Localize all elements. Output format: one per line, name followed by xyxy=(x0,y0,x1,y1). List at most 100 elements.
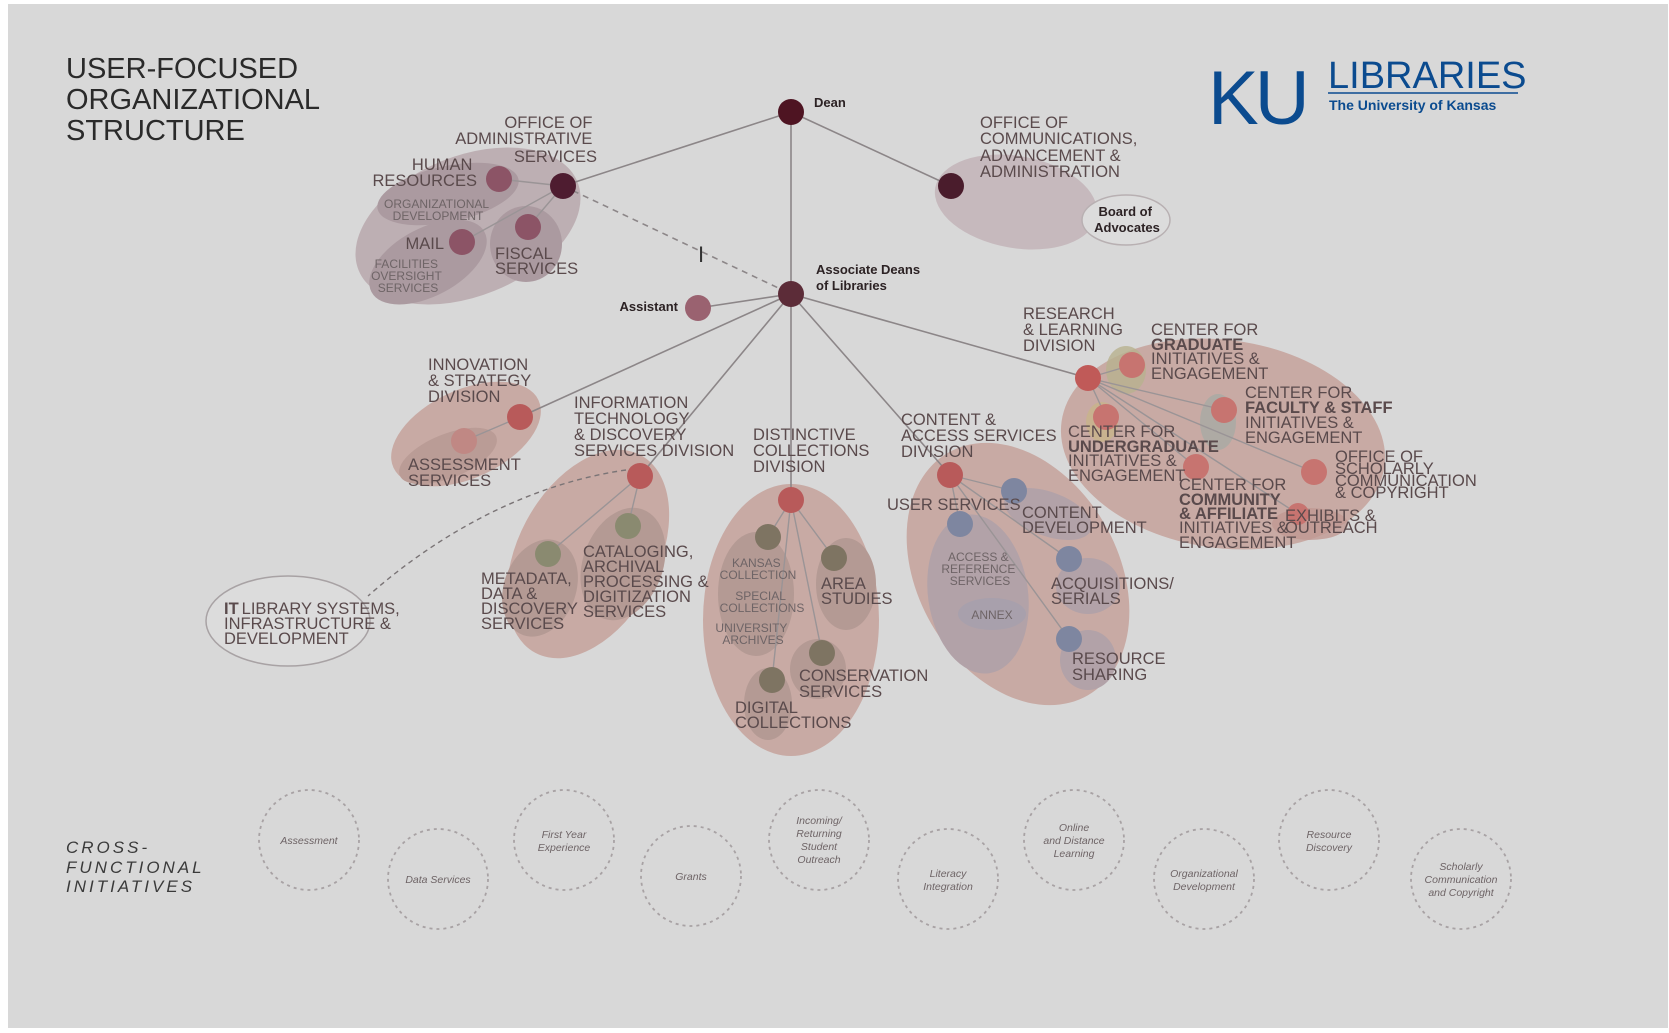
svg-text:ORGANIZATIONAL: ORGANIZATIONAL xyxy=(66,84,320,116)
digital-node[interactable] xyxy=(759,667,785,693)
hr-node[interactable] xyxy=(486,166,512,192)
resource-sharing-label: RESOURCE SHARING xyxy=(1072,650,1170,684)
research-node[interactable] xyxy=(1075,365,1101,391)
it-division-title: INFORMATION TECHNOLOGY & DISCOVERY SERVI… xyxy=(574,394,734,460)
acq-subblob xyxy=(1056,558,1120,614)
acq-label: ACQUISITIONS/ SERIALS xyxy=(1051,575,1178,608)
fiscal-label: FISCAL SERVICES xyxy=(495,245,578,278)
fiscal-subblob xyxy=(490,206,562,282)
org-chart-diagram: USER-FOCUSED ORGANIZATIONAL STRUCTURE KU… xyxy=(66,53,1527,930)
dean-node[interactable] xyxy=(778,99,804,125)
ku-logo-word: LIBRARIES xyxy=(1328,55,1527,97)
kansas-node[interactable] xyxy=(755,524,781,550)
assistant-label: Assistant xyxy=(619,299,678,314)
metadata-label: METADATA, DATA & DISCOVERY SERVICES xyxy=(481,570,582,633)
user-services-label: USER SERVICES xyxy=(887,496,1021,514)
admin-node[interactable] xyxy=(550,173,576,199)
exhibits-node[interactable] xyxy=(1287,503,1309,525)
page-title: USER-FOCUSED ORGANIZATIONAL STRUCTURE xyxy=(66,53,320,147)
content-dev-node[interactable] xyxy=(1001,478,1027,504)
content-dev-subblob xyxy=(1004,488,1092,540)
ku-logo-sub: The University of Kansas xyxy=(1329,97,1496,113)
mail-label: MAIL xyxy=(405,235,444,253)
cross-functional-title: CROSS- FUNCTIONAL INITIATIVES xyxy=(66,838,212,896)
grad-center-label: CENTER FOR GRADUATE INITIATIVES & ENGAGE… xyxy=(1151,321,1268,383)
hr-subblob xyxy=(377,162,519,226)
scholarly-office-label: OFFICE OF SCHOLARLY COMMUNICATION & COPY… xyxy=(1335,448,1481,502)
nodes xyxy=(449,99,1327,693)
comms-title: OFFICE OF COMMUNICATIONS, ADVANCEMENT & … xyxy=(980,114,1142,181)
admin-title: OFFICE OF ADMINISTRATIVE SERVICES xyxy=(455,114,597,166)
exhibits-label: EXHIBITS & OUTREACH xyxy=(1285,507,1380,537)
svg-text:Grants: Grants xyxy=(675,871,707,883)
fiscal-node[interactable] xyxy=(515,214,541,240)
distinctive-node[interactable] xyxy=(778,487,804,513)
cataloging-node[interactable] xyxy=(615,513,641,539)
digital-collections-label: DIGITAL COLLECTIONS xyxy=(735,699,851,732)
faculty-node[interactable] xyxy=(1211,397,1237,423)
community-center-label: CENTER FOR COMMUNITY & AFFILIATE INITIAT… xyxy=(1179,476,1296,552)
cataloging-subblob xyxy=(580,507,666,621)
grad-node[interactable] xyxy=(1119,352,1145,378)
assessment-services-label: ASSESSMENT SERVICES xyxy=(408,456,525,490)
conservation-node[interactable] xyxy=(809,640,835,666)
metadata-node[interactable] xyxy=(535,541,561,567)
content-division-node[interactable] xyxy=(937,462,963,488)
assistant-node[interactable] xyxy=(685,295,711,321)
board-of-advocates-blob xyxy=(1081,194,1171,246)
research-title: RESEARCH & LEARNING DIVISION xyxy=(1023,305,1128,355)
faculty-center-label: CENTER FOR FACULTY & STAFF INITIATIVES &… xyxy=(1245,384,1397,447)
facilities-label: FACILITIES OVERSIGHT SERVICES xyxy=(371,257,445,295)
comms-node[interactable] xyxy=(938,173,964,199)
cross-initiative-assessment[interactable]: Assessment xyxy=(258,789,360,891)
cross-initiative-data-services[interactable]: Data Services xyxy=(387,828,489,930)
cross-initiative-grants[interactable]: Grants xyxy=(640,825,742,927)
annex-label: ANNEX xyxy=(971,608,1012,622)
user-services-node[interactable] xyxy=(947,511,973,537)
acq-node[interactable] xyxy=(1056,546,1082,572)
scholarly-node[interactable] xyxy=(1301,459,1327,485)
assessment-services-node[interactable] xyxy=(451,428,477,454)
board-of-advocates-label: Board of Advocates xyxy=(1094,204,1160,235)
kansas-collection-label: KANSAS COLLECTION xyxy=(720,556,797,582)
innovation-node[interactable] xyxy=(507,404,533,430)
it-library-systems-blob xyxy=(205,575,371,667)
resource-node[interactable] xyxy=(1056,626,1082,652)
svg-text:STRUCTURE: STRUCTURE xyxy=(66,115,245,147)
undergrad-node[interactable] xyxy=(1093,404,1119,430)
metadata-subblob xyxy=(502,539,578,637)
content-title: CONTENT & ACCESS SERVICES DIVISION xyxy=(901,411,1061,461)
undergrad-center-label: CENTER FOR UNDERGRADUATE INITIATIVES & E… xyxy=(1068,423,1224,485)
distinctive-title: DISTINCTIVE COLLECTIONS DIVISION xyxy=(753,426,874,476)
mail-node[interactable] xyxy=(449,229,475,255)
text-cursor-icon: I xyxy=(698,242,704,267)
dean-label: Dean xyxy=(814,95,846,110)
comms-group-blob xyxy=(934,154,1098,250)
svg-text:Assessment: Assessment xyxy=(279,835,338,847)
it-division-node[interactable] xyxy=(627,463,653,489)
access-ref-subblob xyxy=(927,514,1029,674)
hr-label: HUMAN RESOURCES xyxy=(372,156,477,190)
area-studies-label: AREA STUDIES xyxy=(821,575,893,608)
area-node[interactable] xyxy=(821,545,847,571)
conservation-label: CONSERVATION SERVICES xyxy=(799,667,933,701)
special-collections-label: SPECIAL COLLECTIONS xyxy=(720,589,805,615)
community-node[interactable] xyxy=(1183,454,1209,480)
assoc-deans-node[interactable] xyxy=(778,281,804,307)
